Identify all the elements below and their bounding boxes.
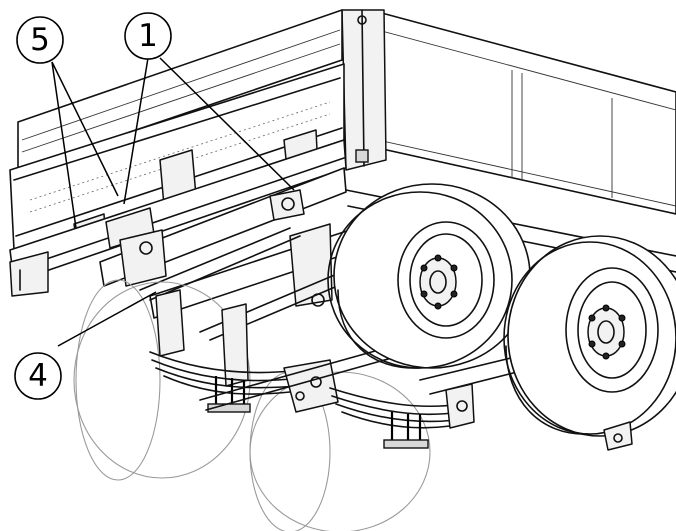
callout-4: 4 [14,352,62,400]
leader-lines [51,57,295,347]
wheel-front [327,183,531,369]
lug-nuts-rear [588,304,626,360]
callout-label-1: 1 [138,18,158,54]
leaf-spring-suspension [149,289,475,449]
callout-1: 1 [124,12,172,60]
callout-5: 5 [16,16,64,64]
lug-nuts-front [420,254,458,310]
wheel-rear [503,235,676,451]
trailer-body [9,9,676,297]
callout-label-4: 4 [28,358,48,394]
callout-label-5: 5 [30,22,50,58]
